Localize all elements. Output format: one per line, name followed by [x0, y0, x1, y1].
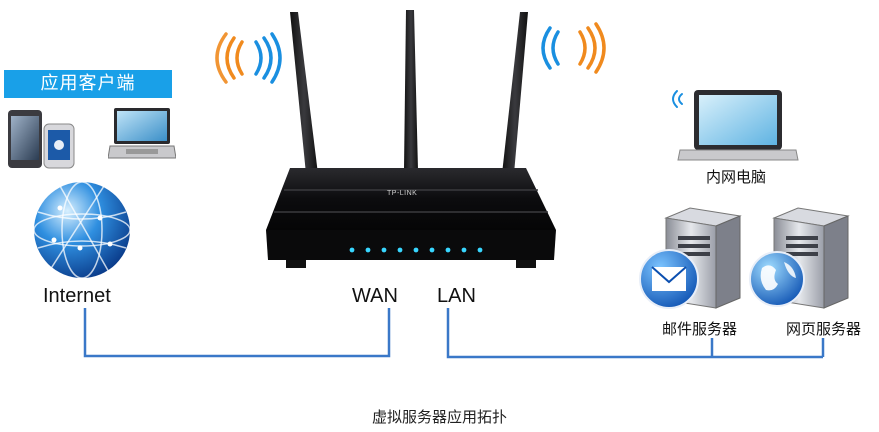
router-icon: [266, 10, 556, 268]
wifi-signal-icon: [215, 32, 282, 84]
laptop-icon: [677, 90, 799, 161]
wifi-signal-icon: [541, 22, 606, 74]
laptop-icon: [108, 108, 176, 159]
wan-label: WAN: [352, 285, 398, 307]
lan-link: [446, 308, 823, 359]
mail-icon: [639, 249, 699, 309]
router-brand: TP-LINK: [387, 190, 418, 197]
diagram-caption: 虚拟服务器应用拓扑: [371, 408, 507, 426]
wan-link: [83, 308, 391, 358]
internet-label: Internet: [43, 285, 111, 307]
mail-server-label: 邮件服务器: [662, 320, 738, 338]
client-banner: 应用客户端: [4, 70, 172, 98]
globe-icon: [33, 181, 131, 279]
lan-label: LAN: [437, 285, 476, 307]
wifi-signal-icon: [672, 90, 683, 108]
intranet-pc-label: 内网电脑: [706, 168, 767, 186]
phone-icon: [8, 110, 75, 169]
web-server-label: 网页服务器: [786, 320, 862, 338]
globe-icon: [749, 251, 805, 307]
